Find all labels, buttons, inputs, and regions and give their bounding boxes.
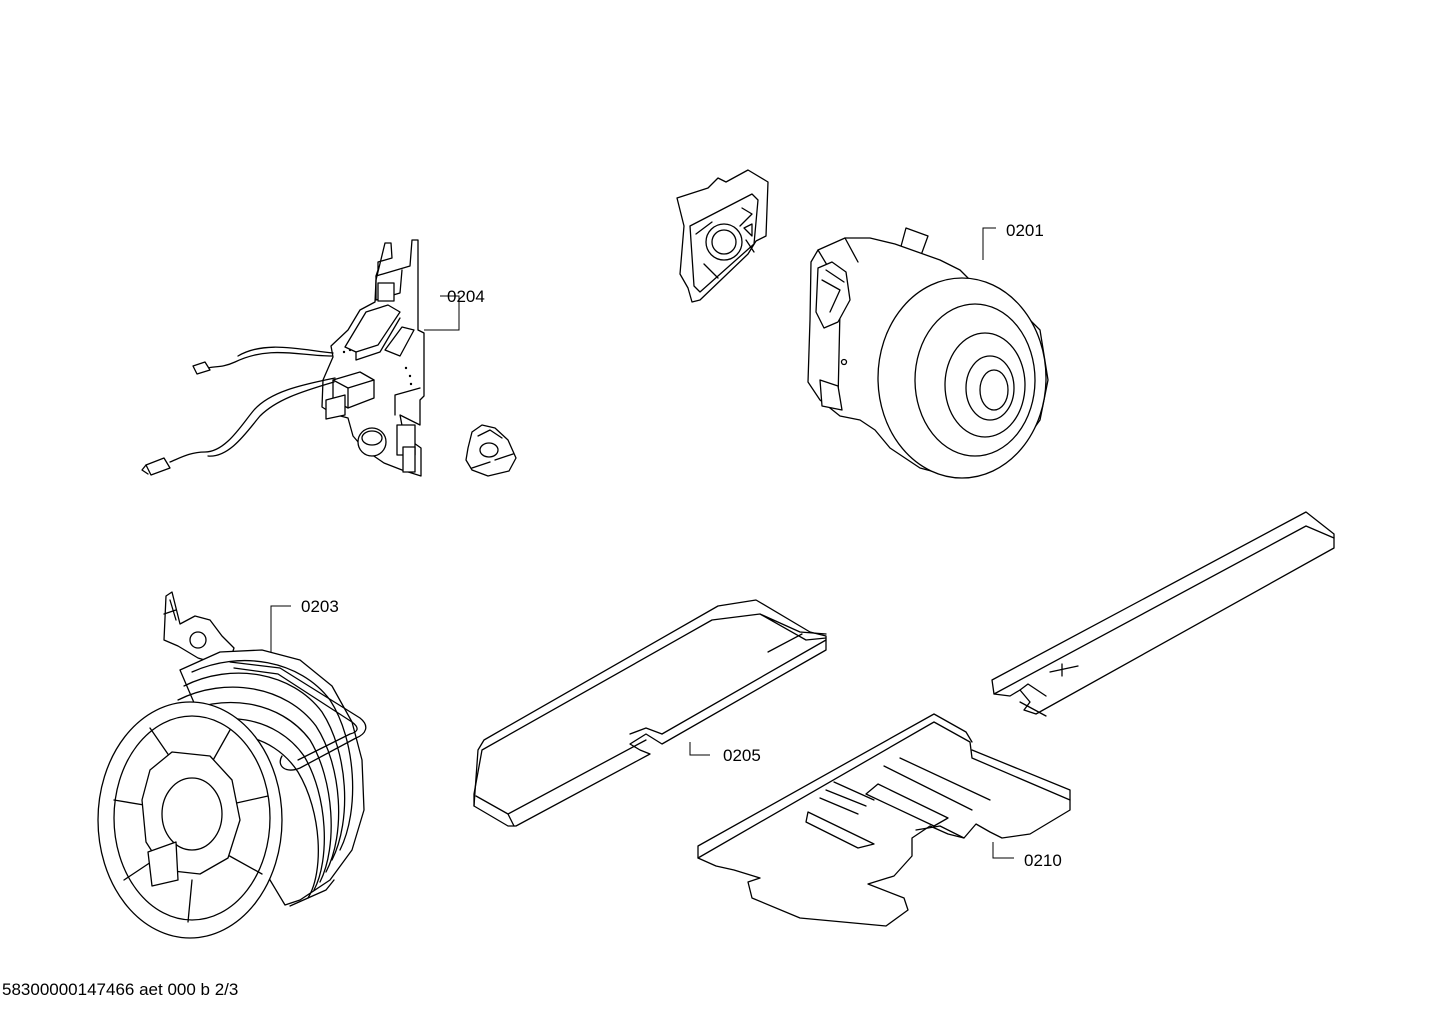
label-0204: 0204: [447, 287, 485, 306]
part-motor-gasket[interactable]: [676, 169, 769, 303]
label-0205: 0205: [723, 746, 761, 765]
part-0204-control-board[interactable]: [141, 239, 425, 477]
part-filter-strip[interactable]: [991, 511, 1335, 717]
part-0210-base-plate[interactable]: [697, 713, 1071, 927]
part-labels: 0201 0204 0203 0205 0210: [301, 221, 1062, 870]
leader-lines: [270, 227, 1014, 859]
part-small-connector[interactable]: [465, 424, 517, 477]
part-0201-motor[interactable]: [807, 227, 1049, 479]
label-0210: 0210: [1024, 851, 1062, 870]
part-0205-filter-pad[interactable]: [473, 599, 827, 827]
label-0201: 0201: [1006, 221, 1044, 240]
part-0203-cable-reel[interactable]: [97, 591, 367, 939]
label-0203: 0203: [301, 597, 339, 616]
drawing-reference-footer: 58300000147466 aet 000 b 2/3: [2, 980, 239, 999]
